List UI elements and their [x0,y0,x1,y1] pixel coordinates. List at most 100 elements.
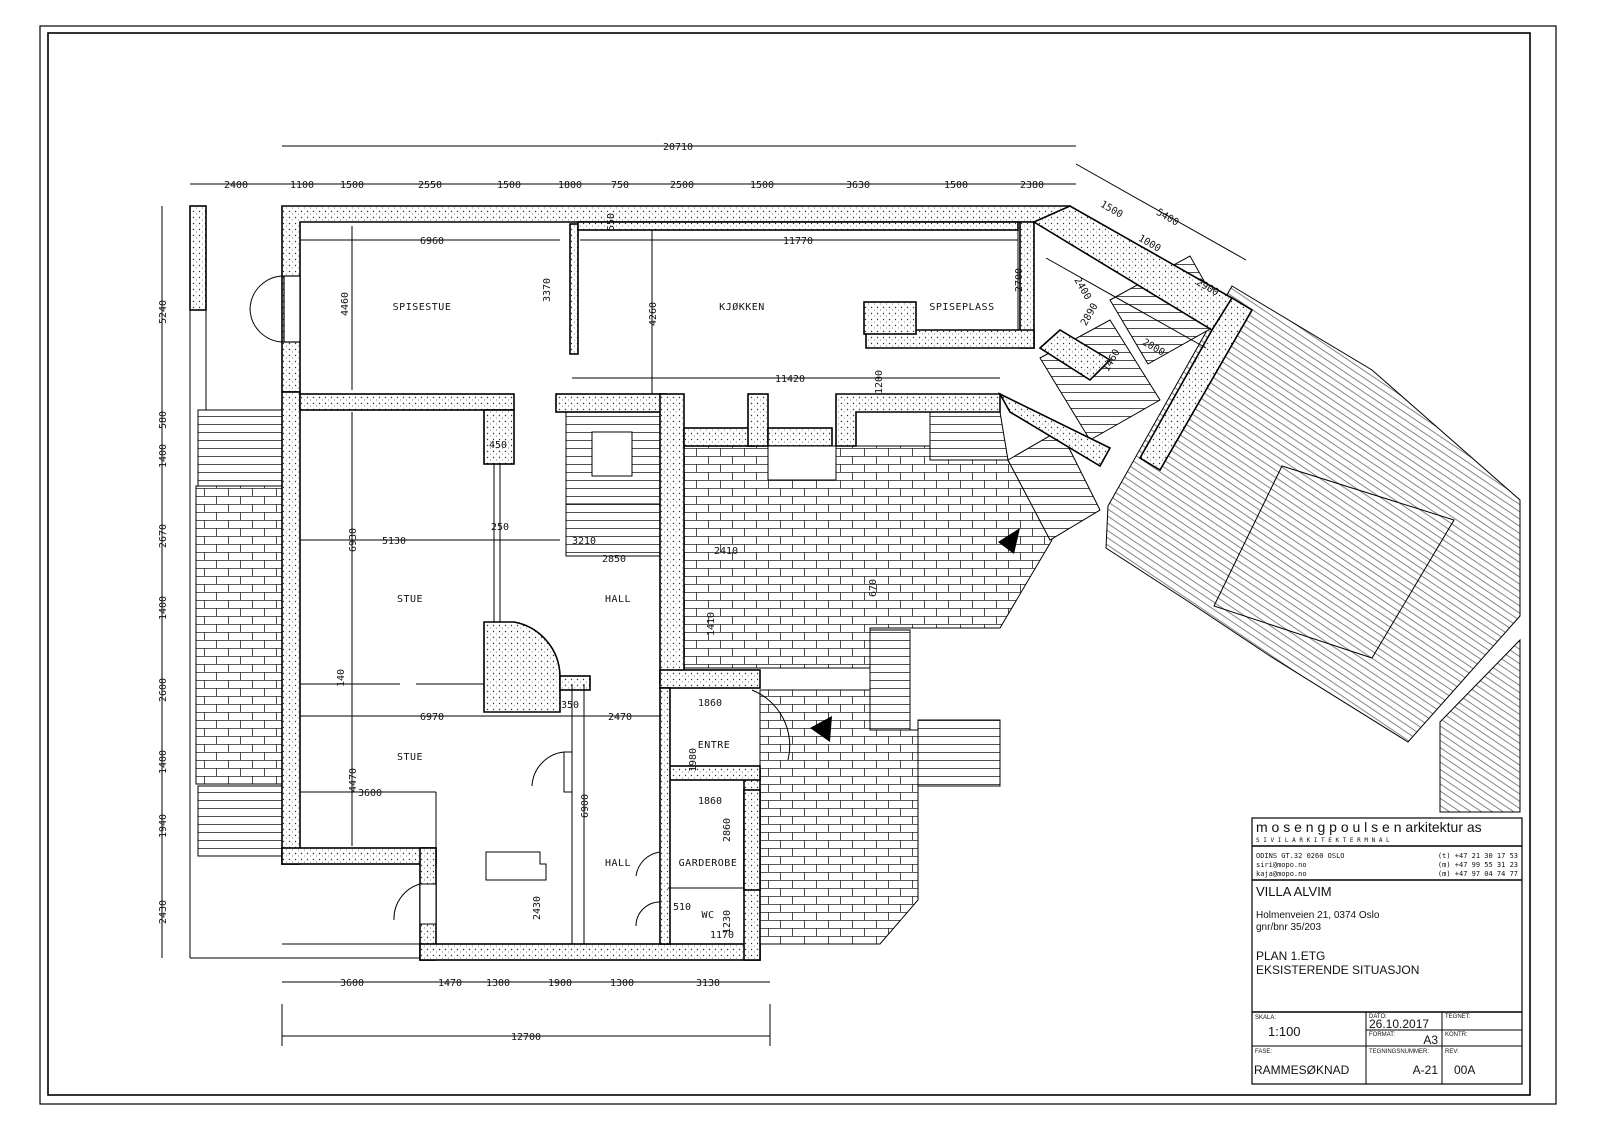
dim-left-4: 1400 [158,596,169,620]
dim-left-0: 5240 [158,300,169,324]
dim-top-4: 1500 [497,180,521,191]
dim-top-5: 1800 [558,180,582,191]
dim-670: 670 [868,579,879,597]
dim-left-7: 1940 [158,814,169,838]
room-hall-lower: HALL [605,858,631,869]
project-gnr: gnr/bnr 35/203 [1256,922,1321,933]
dim-6970: 6970 [420,712,444,723]
firm-address: ODINS GT.32 0260 OSLO [1256,852,1345,860]
dimension-lines [161,145,1247,1046]
fase-value: RAMMESØKNAD [1254,1063,1350,1077]
dim-1860b: 1860 [698,796,722,807]
dim-top-8: 1500 [750,180,774,191]
skala-value: 1:100 [1268,1024,1301,1039]
project-address: Holmenveien 21, 0374 Oslo [1256,910,1380,921]
dim-top-11: 2380 [1020,180,1044,191]
dim-top-3: 2550 [418,180,442,191]
dim-stair-2400: 2400 [1071,276,1093,302]
fase-label: FASE: [1255,1049,1272,1055]
dim-1980: 1980 [688,748,699,772]
title-block: m o s e n g p o u l s e n arkitektur as … [1251,817,1523,1085]
firm-name: m o s e n g p o u l s e n arkitektur as [1256,819,1482,835]
dim-left-3: 2670 [158,524,169,548]
firm-phone-m2: (m) +47 97 04 74 77 [1438,870,1518,878]
dim-450: 450 [489,440,507,451]
drawing-title: PLAN 1.ETG [1256,949,1325,963]
interior-walls [299,221,1019,945]
dim-6930: 6930 [348,528,359,552]
dim-6960: 6960 [420,236,444,247]
dim-top-10: 1500 [944,180,968,191]
dim-1170: 1170 [710,930,734,941]
tegnr-label: TEGNINGSNUMMER: [1369,1049,1429,1055]
dato-value: 26.10.2017 [1369,1017,1429,1031]
skala-label: SKALA: [1255,1015,1276,1021]
dim-top-1: 1100 [290,180,314,191]
dim-4460: 4460 [340,292,351,316]
firm-phone-t: (t) +47 21 30 17 53 [1438,852,1518,860]
dim-overall-bottom: 12700 [511,1032,541,1043]
dim-1230: 1230 [722,910,733,934]
dim-stair-5400: 5400 [1154,207,1180,229]
dim-2430: 2430 [532,896,543,920]
dim-overall-top: 20710 [663,142,693,153]
dim-140: 140 [336,669,347,687]
dim-250: 250 [491,522,509,533]
tegnet-label: TEGNET: [1445,1014,1471,1020]
room-spiseplass: SPISEPLASS [929,302,994,313]
dim-2860: 2860 [722,818,733,842]
terrace-deck [1105,285,1521,813]
dim-top-2: 1500 [340,180,364,191]
interior-stair [565,411,661,557]
firm-phone-m1: (m) +47 99 55 31 23 [1438,861,1518,869]
tegnr-value: A-21 [1413,1063,1439,1077]
dim-stair-2890: 2890 [1079,302,1101,328]
dim-top-0: 2400 [224,180,248,191]
dim-3600: 3600 [358,788,382,799]
room-stue-lower: STUE [397,752,423,763]
dim-left-1: 580 [158,411,169,429]
dim-bottom-3: 1900 [548,978,572,989]
dim-1410: 1410 [706,612,717,636]
dim-3210: 3210 [572,536,596,547]
room-garderobe: GARDEROBE [679,858,738,869]
dim-bottom-4: 1300 [610,978,634,989]
dim-left-6: 1400 [158,750,169,774]
dim-11770: 11770 [783,236,813,247]
dim-left-5: 2600 [158,678,169,702]
dim-2850: 2850 [602,554,626,565]
dato-label: DATO: [1369,1014,1387,1020]
dim-5130: 5130 [382,536,406,547]
room-wc: WC [701,910,714,921]
paving-areas [195,445,1053,945]
dim-2470: 2470 [608,712,632,723]
dim-2700: 2700 [1014,268,1025,292]
exterior-walls [189,205,1254,961]
rev-label: REV: [1445,1049,1459,1055]
firm-email-2: kaja@mopo.no [1256,870,1307,878]
dim-11420: 11420 [775,374,805,385]
room-stue-upper: STUE [397,594,423,605]
entrance-arrow-lower [810,716,832,742]
dim-350: 350 [561,700,579,711]
dim-1200: 1200 [874,370,885,394]
room-hall-upper: HALL [605,594,631,605]
dim-3370: 3370 [542,278,553,302]
dim-510: 510 [673,902,691,913]
sheet-border-inner [47,32,1531,1096]
dim-bottom-0: 3600 [340,978,364,989]
dim-left-2: 1400 [158,444,169,468]
dim-2410: 2410 [714,546,738,557]
entrance-arrow-upper [998,528,1020,554]
project-name: VILLA ALVIM [1256,884,1332,899]
firm-email-1: siri@mopo.no [1256,861,1307,869]
dim-top-7: 2500 [670,180,694,191]
dim-top-9: 3630 [846,180,870,191]
interior-lines [189,310,744,959]
sheet-border-outer [39,25,1557,1105]
dim-top-6: 750 [611,180,629,191]
dim-bottom-2: 1300 [486,978,510,989]
exterior-steps [197,255,1227,857]
kontr-label: KONTR: [1445,1032,1468,1038]
